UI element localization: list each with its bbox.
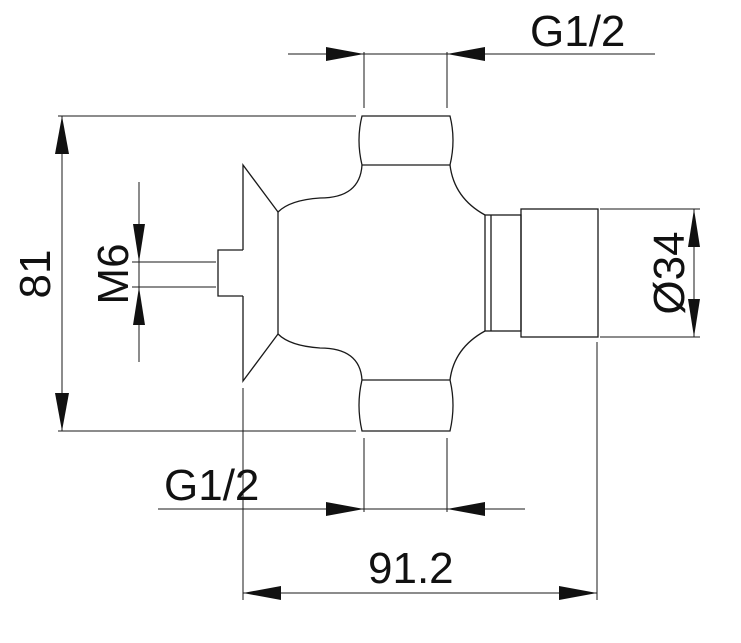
body-lower-neck: [277, 333, 363, 381]
bottom-connector: [358, 379, 454, 432]
dimension-lines: [55, 47, 700, 600]
top-thread-arrow-right: [447, 47, 485, 61]
bottom-thread-arrow-left: [326, 502, 364, 516]
diameter-label: Ø34: [645, 231, 694, 314]
stem-thread-label: M6: [89, 243, 138, 304]
length-arrow-left: [243, 586, 281, 600]
body-upper-neck: [277, 164, 363, 213]
cone: [242, 163, 279, 383]
body-lower-right: [449, 330, 486, 381]
right-cap: [520, 208, 599, 338]
m6-arrow-bottom: [133, 287, 145, 325]
height-arrow-top: [55, 116, 69, 154]
m6-arrow-top: [133, 224, 145, 262]
length-arrow-right: [559, 586, 597, 600]
height-arrow-bottom: [55, 393, 69, 431]
diameter-arrow-top: [688, 209, 700, 247]
body-upper-right: [449, 164, 486, 216]
bottom-thread-arrow-right: [447, 502, 485, 516]
valve-body-outline: [217, 115, 599, 432]
top-thread-arrow-left: [326, 47, 364, 61]
top-connector: [358, 115, 454, 166]
diameter-arrow-bottom: [688, 299, 700, 337]
height-label: 81: [11, 250, 60, 299]
bottom-thread-label: G1/2: [164, 461, 259, 510]
top-thread-label: G1/2: [530, 7, 625, 56]
length-label: 91.2: [368, 544, 454, 593]
stem: [217, 249, 243, 297]
dimension-labels: G1/2 G1/2 91.2 81 M6 Ø34: [11, 7, 694, 593]
